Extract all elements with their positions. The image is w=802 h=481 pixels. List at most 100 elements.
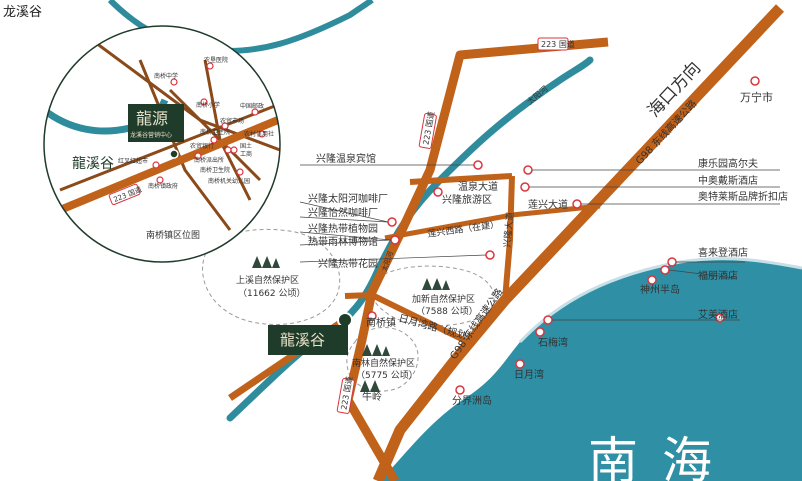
label-wenquan: 温泉大道 xyxy=(458,180,498,193)
inset-brand-sub: 龙溪谷营销中心 xyxy=(130,131,172,139)
place-wanning: 万宁市 xyxy=(740,90,773,104)
inset-poi xyxy=(251,108,259,116)
inset-place: 南桥派出所 xyxy=(194,156,224,164)
inset-caption: 南桥镇区位图 xyxy=(146,229,200,241)
poi-dot xyxy=(387,217,397,227)
poi-dot xyxy=(660,265,670,275)
inset-brand-box: 龍源 龙溪谷营销中心 xyxy=(128,104,184,142)
inset-road-shield xyxy=(108,183,141,206)
place-riyuewan: 日月湾 xyxy=(514,368,544,381)
poi-dot xyxy=(572,199,582,209)
inset-place: 农垦医院 xyxy=(204,56,228,64)
inset-poi xyxy=(170,78,178,86)
reserve-nanlin-name: 南林自然保护区 xyxy=(352,357,415,369)
inset-poi xyxy=(224,146,232,154)
g223-shield-top: 223 国道 xyxy=(537,37,575,51)
poi-dot xyxy=(520,182,530,192)
label-lianxing: 莲兴大道 xyxy=(528,198,568,211)
place-fenjiezhou: 分界洲岛 xyxy=(452,394,492,407)
inset-g223 xyxy=(58,111,280,214)
reserve-shangxi-name: 上溪自然保护区 xyxy=(236,274,299,286)
poi-dot xyxy=(647,275,657,285)
south-sea-water xyxy=(380,258,802,481)
poi-kangle-golf: 康乐园高尔夫 xyxy=(698,157,758,170)
inset-place: 南桥中学 xyxy=(154,72,178,80)
lianxing-west-road xyxy=(384,212,513,241)
inset-poi xyxy=(210,136,218,144)
poi-le-meridien: 艾美酒店 xyxy=(698,308,738,321)
poi-yiran-coffee: 兴隆怡然咖啡厂 xyxy=(308,206,378,219)
window-title: 龙溪谷 xyxy=(3,5,43,20)
logo-text: 龍溪谷 xyxy=(280,331,325,349)
inset-poi xyxy=(230,146,238,154)
inset-marker xyxy=(169,149,179,159)
poi-dot xyxy=(535,327,545,337)
place-niuling: 牛岭 xyxy=(362,390,382,403)
xinglong-avenue xyxy=(502,175,515,301)
lianxing-avenue xyxy=(511,203,601,218)
svg-text:223 国道: 223 国道 xyxy=(541,39,575,49)
label-taiyang: 太阳河 xyxy=(525,83,550,106)
g223-shield-bot: 223 国道 xyxy=(336,376,355,414)
poi-four-points: 福朋酒店 xyxy=(698,269,738,282)
inset-place: 南桥卫生院 xyxy=(200,166,230,174)
inset-brand-large: 龍源 xyxy=(136,109,168,128)
riyuewan-road xyxy=(344,291,470,345)
inset-place: 农贸银行 xyxy=(190,142,214,150)
inset-place: 南桥小学 xyxy=(196,101,220,109)
poi-dot xyxy=(367,311,377,321)
place-nanqiao: 南桥镇 xyxy=(366,316,396,329)
inset-poi xyxy=(206,62,214,70)
place-xinglong-travel: 兴隆旅游区 xyxy=(442,193,492,206)
poi-leader-lines xyxy=(299,164,780,321)
wenquan-avenue xyxy=(409,173,513,185)
poi-sheraton: 喜来登酒店 xyxy=(698,246,748,259)
inset-place: 南桥镇政府 xyxy=(148,182,178,190)
poi-dot xyxy=(667,257,677,267)
inset-place: 南桥卫生院 xyxy=(200,128,230,136)
poi-dot xyxy=(543,315,553,325)
poi-dots xyxy=(367,76,760,395)
place-south-sea: 南海 xyxy=(588,432,736,481)
inset-logo-text: 龍溪谷 xyxy=(72,155,114,172)
inset-poi xyxy=(258,130,266,138)
inset-place: 南桥机关幼儿园 xyxy=(208,177,250,185)
poi-dot xyxy=(750,76,760,86)
poi-dot xyxy=(523,165,533,175)
label-xinglong-avenue: 兴隆大道 xyxy=(501,211,516,248)
reserve-nanlin-area: （5775 公顷） xyxy=(356,370,418,381)
inset-place: 中国邮政 xyxy=(240,102,264,110)
poi-dot xyxy=(485,250,495,260)
inset-place: 红叉红超市 xyxy=(118,157,148,165)
poi-dot xyxy=(515,359,525,369)
poi-tropical-garden: 兴隆热带花园 xyxy=(318,257,378,270)
poi-dot xyxy=(433,187,443,197)
poi-dot xyxy=(455,385,465,395)
longxigu-logo-box: 龍溪谷 xyxy=(268,325,348,355)
g98-highway xyxy=(372,4,785,481)
poi-dot xyxy=(390,235,400,245)
inset-place: 农村信用社 xyxy=(244,130,274,138)
inset-poi xyxy=(152,161,160,169)
nanlin-reserve-outline xyxy=(346,326,419,392)
poi-dot xyxy=(473,160,483,170)
inset-poi xyxy=(221,122,229,130)
inset-place: 农贸市场 xyxy=(220,117,244,125)
poi-taiyang-coffee: 兴隆太阳河咖啡厂 xyxy=(308,192,388,205)
inset-poi xyxy=(236,168,244,176)
poi-zhongao-hotel: 中奥戴斯酒店 xyxy=(698,174,758,187)
inset-poi xyxy=(200,98,208,106)
reserve-jiaxin-name: 加新自然保护区 xyxy=(412,293,475,305)
reserve-jiaxin-area: （7588 公顷） xyxy=(416,306,478,317)
inset-place: 国土 xyxy=(240,142,252,150)
longxigu-location-marker xyxy=(337,312,353,328)
place-shenzhou: 神州半岛 xyxy=(640,283,680,296)
poi-outlets: 奥特莱斯品牌折扣店 xyxy=(698,190,788,203)
inset-map: 农垦医院 南桥中学 南桥小学 中国邮政 农贸市场 农贸银行 南桥卫生院 农村信用… xyxy=(43,25,281,263)
inset-place: 工商 xyxy=(240,150,252,158)
reserve-shangxi-area: （11662 公顷） xyxy=(238,288,306,299)
inset-poi xyxy=(156,176,164,184)
poi-xinglong-hot-spring-hotel: 兴隆温泉宾馆 xyxy=(316,152,376,165)
poi-rainforest-museum: 热带雨林博物馆 xyxy=(308,235,378,248)
